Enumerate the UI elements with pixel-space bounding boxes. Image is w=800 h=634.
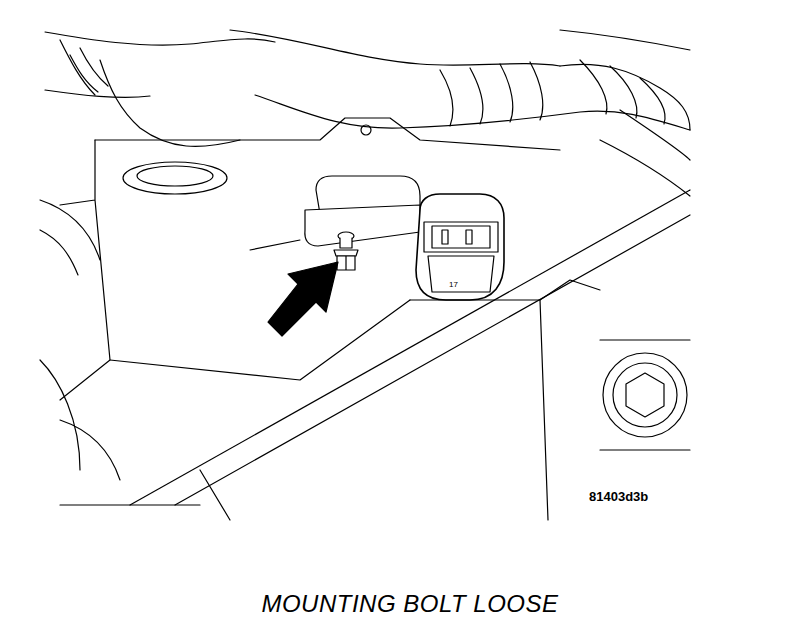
pointer-arrow [268,262,338,336]
hose-line [560,64,690,130]
hose-line [45,32,275,45]
sensor-arm [305,205,420,246]
connector-latch [428,256,494,292]
block-edge [95,118,560,150]
figure-caption: MOUNTING BOLT LOOSE [261,590,558,618]
hose-line [40,360,120,480]
pulley [603,353,687,437]
hose-rib [440,62,543,126]
pin-number: 17 [448,280,459,289]
connector-pin [442,230,472,244]
strut-line [130,190,690,505]
block-edge [410,300,548,520]
pulley [613,363,677,427]
block-hole [123,162,227,194]
strut-line [175,215,690,505]
connector-housing [416,194,504,300]
hose-line [230,30,560,66]
connector-face [424,222,498,252]
connector-face [432,226,490,248]
bracket-hole [361,125,371,135]
block-edge [60,470,230,520]
block-edge [60,140,110,400]
hose-line [40,200,100,275]
bolt-shank [340,238,352,248]
hose-line [100,60,240,146]
hose-rib [70,48,108,92]
block-edge [600,340,690,450]
block-edge [540,280,600,300]
frame [40,28,690,520]
block-hole [137,166,213,186]
hose-line [600,110,690,196]
bolt-washer [334,250,358,256]
hose-line [560,30,690,50]
hose-rib [580,60,665,124]
bolt-head [337,256,355,270]
block-edge [110,240,410,380]
figure-id: 81403d3b [589,489,648,504]
pulley-nut [626,373,664,417]
